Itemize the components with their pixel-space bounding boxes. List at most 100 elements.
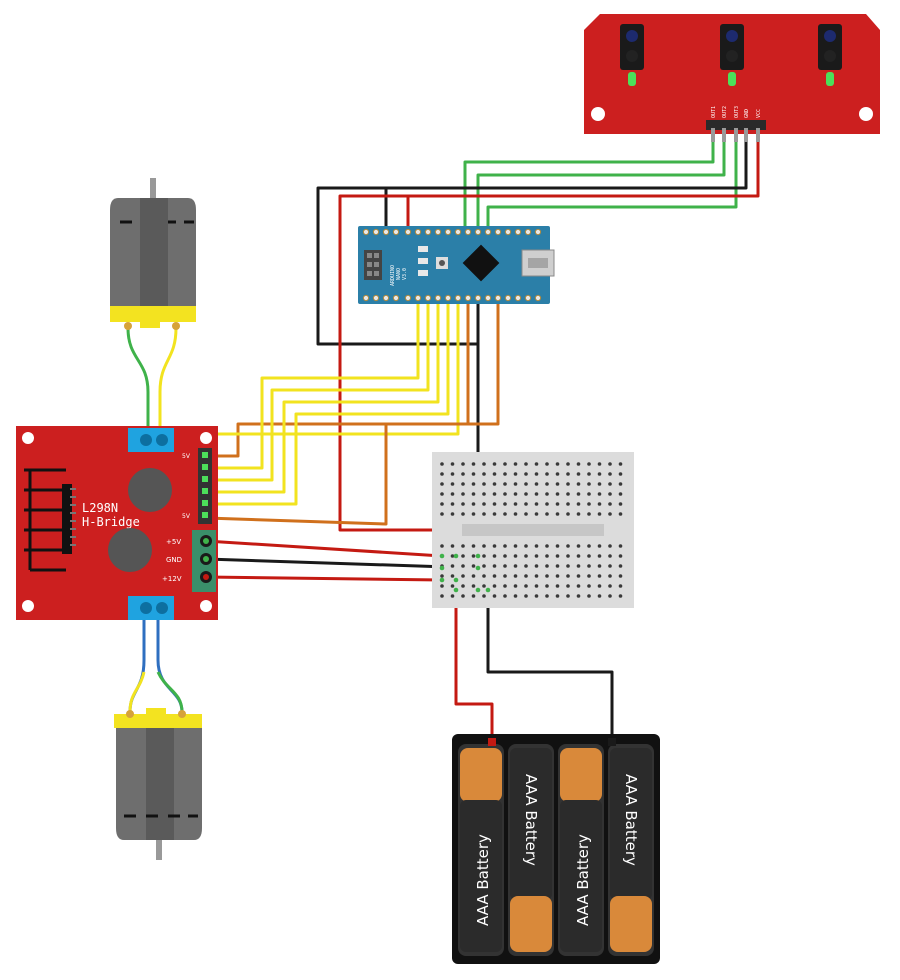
breadboard-hole [513,584,518,588]
breadboard-hole [618,594,623,598]
breadboard-hole [608,574,612,578]
breadboard-hole [461,492,465,496]
breadboard-hole [492,472,497,476]
breadboard-hole [471,584,476,588]
breadboard-hole [587,584,591,588]
breadboard-hole [440,472,444,476]
breadboard-hole [555,554,560,558]
sensor-pin-header [706,120,766,130]
breadboard-hole [566,574,570,578]
breadboard-hole [524,574,528,578]
breadboard-hole [471,554,476,558]
breadboard-hole [618,554,623,558]
breadboard-hole [608,472,612,476]
breadboard-hole [618,584,623,588]
breadboard-hole [492,594,497,598]
breadboard-hole [482,472,486,476]
wire-batt-pos [454,590,494,737]
breadboard-hole [576,574,581,578]
breadboard-hole [471,502,476,506]
breadboard-hole [618,472,623,476]
sensor-pin-label-3: OUT3 [734,106,740,118]
breadboard-hole [450,584,455,588]
dc-motor-1 [110,178,196,330]
breadboard-hole [566,492,570,496]
hbridge-label-12v: +12V [162,575,182,583]
breadboard-hole [618,512,623,516]
nano-icsp-header [364,250,382,280]
breadboard-hole [471,564,476,568]
hbridge-hole-br [200,600,212,612]
breadboard-hole [587,564,591,568]
breadboard-hole [534,574,539,578]
breadboard-hole [608,482,612,486]
breadboard-center-channel [462,524,604,536]
sensor-mount-hole-right [859,107,873,121]
breadboard-hole [576,492,581,496]
breadboard-hole [482,502,486,506]
breadboard-hole [597,594,602,598]
breadboard-hole [492,512,497,516]
breadboard-hole [608,502,612,506]
breadboard-hole [555,462,560,466]
breadboard-hole [555,564,560,568]
breadboard-hole [524,512,528,516]
breadboard-hole [503,564,507,568]
battery-label-2: AAA Battery [522,774,540,866]
wire-sensor-out2 [476,140,726,230]
sensor-pin-label-2: OUT2 [722,106,728,118]
breadboard-hole [461,584,465,588]
breadboard-hole [566,584,570,588]
breadboard-hole [555,502,560,506]
nano-mcu-chip [462,244,500,282]
breadboard-hole [587,512,591,516]
hbridge-capacitor-1 [128,468,172,512]
breadboard-hole [566,554,570,558]
breadboard-hole [503,594,507,598]
breadboard-hole [503,544,507,548]
battery-holder: AAA Battery AAA Battery AAA Battery AAA … [452,734,660,964]
breadboard-hole [471,574,476,578]
breadboard-hole [503,502,507,506]
breadboard-hole [566,594,570,598]
dc-motor-2 [114,708,202,860]
breadboard-hole [450,482,455,486]
breadboard-hole [513,492,518,496]
wire-motor2-yellow [128,671,146,713]
breadboard-hole [587,502,591,506]
breadboard-hole [461,574,465,578]
breadboard-hole [503,574,507,578]
breadboard-hole [555,544,560,548]
breadboard-hole [597,472,602,476]
hbridge-hole-bl [22,600,34,612]
breadboard-hole [440,584,444,588]
breadboard-hole [461,544,465,548]
breadboard-hole [534,492,539,496]
breadboard-hole [618,492,623,496]
breadboard-hole [482,554,486,558]
battery-terminal-pos [488,738,496,746]
breadboard-hole [597,554,602,558]
breadboard-hole [440,502,444,506]
breadboard-hole [471,512,476,516]
breadboard-hole [524,502,528,506]
hbridge-hole-tr [200,432,212,444]
breadboard-hole [576,584,581,588]
breadboard-hole [440,574,444,578]
breadboard-hole [545,594,549,598]
sensor-pin-labels: OUT1 OUT2 OUT3 GND VCC [711,106,762,118]
battery-label-1: AAA Battery [474,834,492,926]
breadboard-hole [534,584,539,588]
ir-pair-1 [620,24,644,86]
breadboard-hole [576,554,581,558]
nano-logo: ARDUINO NANO V3.0 [390,265,408,286]
wire-sensor-out1 [463,140,715,230]
breadboard-hole [597,482,602,486]
breadboard-hole [513,594,518,598]
breadboard-hole [555,512,560,516]
breadboard-hole [440,462,444,466]
battery-1: AAA Battery [458,744,504,956]
motor1-shaft [150,178,156,200]
breadboard-hole [492,544,497,548]
hbridge-chip [62,484,72,554]
